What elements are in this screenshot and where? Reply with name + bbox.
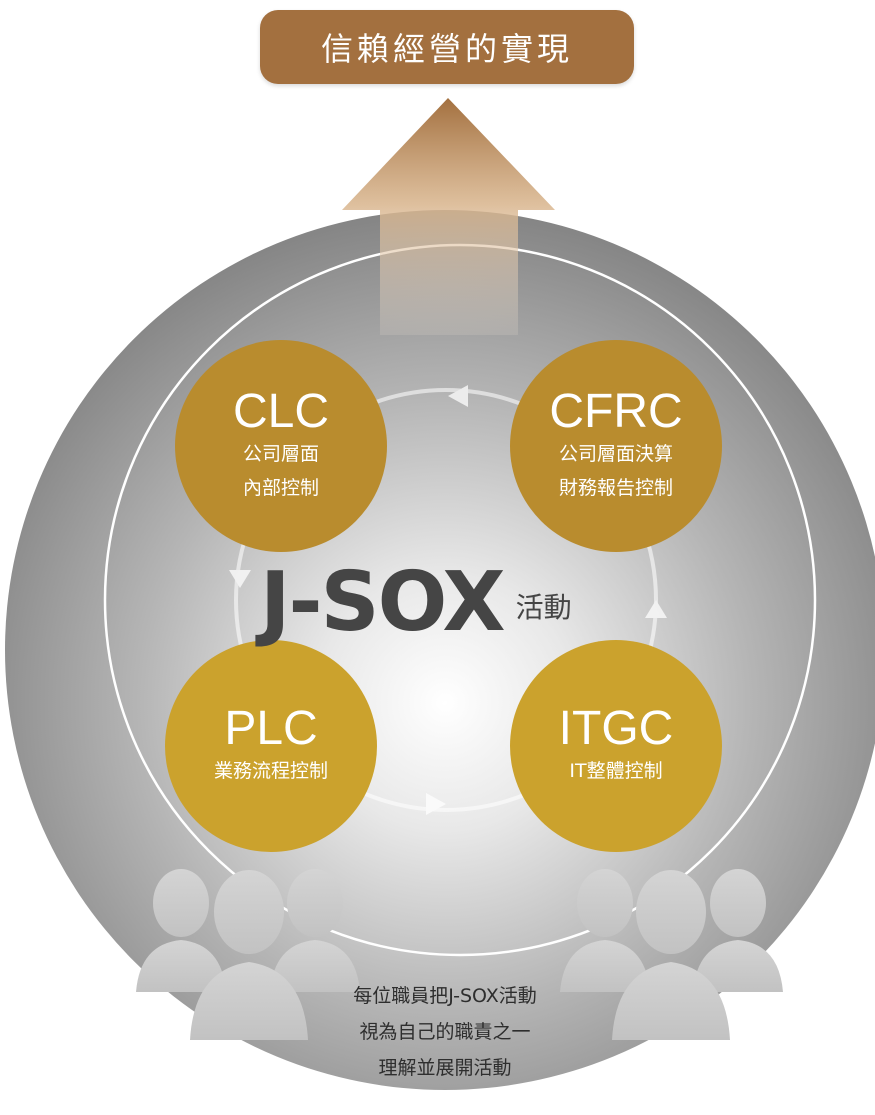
center-title-main: J-SOX [260, 555, 506, 650]
node-itgc-abbr: ITGC [558, 701, 674, 755]
bottom-note: 每位職員把J-SOX活動 視為自己的職責之一 理解並展開活動 [300, 978, 590, 1086]
node-cfrc-abbr: CFRC [549, 384, 683, 438]
node-itgc-line1: IT整體控制 [569, 760, 663, 783]
node-cfrc-line2: 財務報告控制 [558, 477, 673, 500]
node-itgc: ITGC IT整體控制 [510, 640, 722, 852]
node-cfrc-line1: 公司層面決算 [558, 443, 673, 465]
people-group-icon-left [136, 869, 360, 1040]
node-clc-abbr: CLC [232, 384, 330, 438]
goal-banner: 信賴經營的實現 [260, 10, 634, 84]
cycle-arrows-icon [229, 385, 667, 815]
node-plc-abbr: PLC [224, 701, 318, 755]
people-group-icon-right [560, 869, 783, 1040]
node-clc: CLC 公司層面 內部控制 [175, 340, 387, 552]
node-plc: PLC 業務流程控制 [165, 640, 377, 852]
node-plc-line1: 業務流程控制 [213, 760, 328, 783]
bottom-note-line3: 理解並展開活動 [378, 1057, 512, 1079]
bottom-note-line1: 每位職員把J-SOX活動 [353, 985, 537, 1007]
node-clc-line2: 內部控制 [242, 477, 319, 500]
goal-banner-label: 信賴經營的實現 [320, 30, 573, 68]
up-arrow-icon [342, 98, 555, 335]
bottom-note-line2: 視為自己的職責之一 [359, 1021, 531, 1043]
node-clc-line1: 公司層面 [242, 443, 319, 465]
center-title: J-SOX 活動 [260, 548, 680, 644]
node-cfrc: CFRC 公司層面決算 財務報告控制 [510, 340, 722, 552]
center-title-sub: 活動 [515, 591, 572, 624]
